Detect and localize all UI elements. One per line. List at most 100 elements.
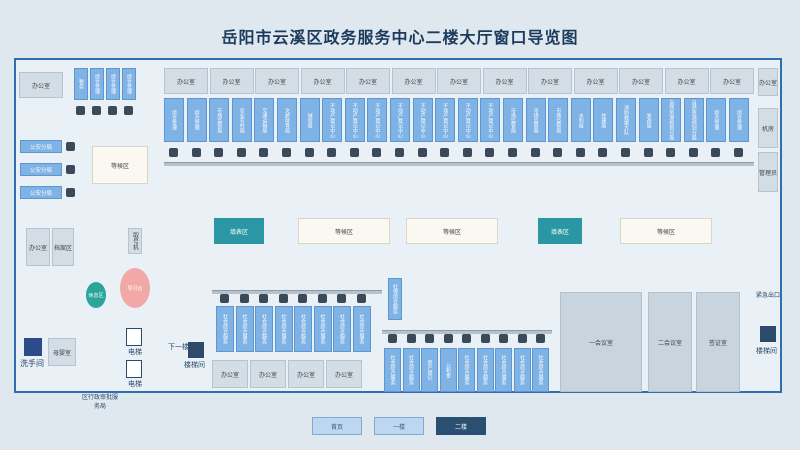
service-window[interactable]: 社会综合服务 xyxy=(513,348,531,392)
window-label: 社会综合服务 xyxy=(319,314,326,344)
service-window[interactable]: 社会综合服务 xyxy=(294,306,312,352)
office-label: 办公室 xyxy=(267,78,286,86)
public-security-window[interactable]: 公安分局 xyxy=(20,163,62,176)
service-window[interactable]: 社会综合服务 xyxy=(274,306,293,352)
service-window[interactable]: 综合受理 xyxy=(706,98,727,142)
window-label: 不动产登记中心 xyxy=(442,102,449,138)
service-window[interactable]: 市场监管局 xyxy=(548,98,569,142)
service-window[interactable]: 综合受理 xyxy=(164,98,184,142)
service-window[interactable]: 社会综合服务 xyxy=(333,306,351,352)
service-window[interactable]: 社会综合服务 xyxy=(402,348,420,392)
window-label: 市场监管局 xyxy=(216,107,223,133)
window-label: 税务 xyxy=(78,79,84,89)
window-label: 社会综合服务 xyxy=(339,314,345,344)
nav-floor1-button[interactable]: 一楼 xyxy=(374,417,424,435)
service-window[interactable]: 社会综合服务 xyxy=(255,306,273,352)
public-security-window[interactable]: 公安分局 xyxy=(20,186,62,199)
seat-icon xyxy=(598,148,608,157)
window-label: 综合受理 xyxy=(736,110,742,130)
nav-floor2-button[interactable]: 二楼 xyxy=(436,417,486,435)
service-window[interactable]: 社会综合服务 xyxy=(532,348,549,392)
service-window[interactable]: 不动产登记中心 xyxy=(390,98,410,142)
service-window[interactable]: 综合受理 xyxy=(729,98,749,142)
public-security-window[interactable]: 公安分局 xyxy=(20,140,62,153)
office-label: 办公室 xyxy=(404,78,423,86)
service-window[interactable]: 自然资源规划分局 xyxy=(661,98,682,142)
meeting-room: 一会议室 xyxy=(560,292,642,392)
window-label: 市场监管局 xyxy=(532,107,539,133)
service-window[interactable]: 税务 xyxy=(74,68,88,100)
waiting-label: 等候区 xyxy=(442,228,461,236)
seat-icon xyxy=(443,334,453,343)
seat-icon xyxy=(108,106,117,115)
office-room: 办公室 xyxy=(300,68,345,94)
service-window[interactable]: 综合受理 xyxy=(90,68,104,100)
service-window[interactable]: 城管局 xyxy=(299,98,320,142)
service-window[interactable]: 住建局 xyxy=(593,98,614,142)
service-window[interactable]: 不动产登记中心 xyxy=(344,98,365,142)
service-window[interactable]: 综合受理 xyxy=(106,68,120,100)
service-window[interactable]: 社会综合服务 xyxy=(216,306,234,352)
service-window[interactable]: 综合受理 xyxy=(122,68,136,100)
window-label: 社会综合服务 xyxy=(300,314,306,344)
service-window[interactable]: 社保综合服务 xyxy=(388,278,402,320)
seat-icon xyxy=(440,148,450,157)
service-window[interactable]: 社会综合服务 xyxy=(458,348,475,392)
service-window[interactable]: 农业农村局 xyxy=(231,98,252,142)
seat-icon xyxy=(66,165,75,174)
floor-plan: 办公室 税务 综合受理 综合受理 综合受理 公安分局 公安分局 公安分局 等候区… xyxy=(14,58,782,410)
service-window[interactable]: 市场监管局 xyxy=(525,98,546,142)
service-window[interactable]: 交通运输局 xyxy=(254,98,275,142)
service-window[interactable]: 社会综合服务 xyxy=(235,306,254,352)
service-window[interactable]: 发改局 xyxy=(638,98,659,142)
office-label: 办公室 xyxy=(334,371,353,379)
seat-icon xyxy=(575,148,585,157)
window-label: 自然资源规划分局 xyxy=(690,100,697,140)
waiting-area: 等候区 xyxy=(298,218,390,244)
service-window[interactable]: 综合受理 xyxy=(186,98,207,142)
service-window[interactable]: 市场监管局 xyxy=(503,98,523,142)
waiting-label: 等候区 xyxy=(656,228,675,236)
meeting-room: 二会议室 xyxy=(648,292,692,392)
service-window[interactable]: 社会综合服务 xyxy=(313,306,332,352)
seat-icon xyxy=(643,148,653,157)
service-window[interactable]: 社会综合服务 xyxy=(495,348,512,392)
service-window[interactable]: 文旅体育局 xyxy=(277,98,297,142)
service-window[interactable]: 不动产登记中心 xyxy=(367,98,388,142)
office-room: 办公室 xyxy=(758,68,778,96)
window-label: 综合受理 xyxy=(110,74,116,94)
service-window[interactable]: 不动产登记中心 xyxy=(457,98,478,142)
guide-desk: 导引台 xyxy=(120,268,150,308)
seat-icon xyxy=(406,334,416,343)
service-window[interactable]: 自然资源规划分局 xyxy=(683,98,704,142)
service-window[interactable]: 不动产登记中心 xyxy=(480,98,501,142)
window-label: 社会综合服务 xyxy=(280,314,287,344)
service-window[interactable]: 房产登记 xyxy=(421,348,438,392)
service-window[interactable]: 不动产登记中心 xyxy=(435,98,456,142)
service-window[interactable]: 不动产登记中心 xyxy=(412,98,433,142)
window-label: 综合受理 xyxy=(171,110,177,130)
seat-icon xyxy=(92,106,101,115)
waiting-label: 等候区 xyxy=(110,162,129,170)
seat-icon xyxy=(462,148,472,157)
service-window[interactable]: 社会综合服务 xyxy=(352,306,371,352)
window-label: 不动产登记中心 xyxy=(351,102,358,138)
service-window[interactable]: 社会综合服务 xyxy=(384,348,401,392)
service-window[interactable]: 不动产登记中心 xyxy=(322,98,343,142)
seat-icon xyxy=(372,148,382,157)
service-window[interactable]: 公积金 xyxy=(439,348,457,392)
service-window[interactable]: 消防救援大队 xyxy=(616,98,636,142)
seat-icon xyxy=(417,148,427,157)
nav-label: 二楼 xyxy=(454,423,467,431)
ticket-machine[interactable]: 取号机 xyxy=(128,228,142,254)
room-label: 机房 xyxy=(761,125,774,133)
seat-icon xyxy=(688,148,698,157)
service-window[interactable]: 水利局 xyxy=(570,98,591,142)
service-window[interactable]: 社会综合服务 xyxy=(476,348,494,392)
service-window[interactable]: 市场监管局 xyxy=(209,98,230,142)
waiting-area: 等候区 xyxy=(620,218,712,244)
room-label: 母婴室 xyxy=(52,349,71,357)
window-label: 市场监管局 xyxy=(510,107,516,133)
nav-home-button[interactable]: 首页 xyxy=(312,417,362,435)
stair-label: 楼梯间 xyxy=(756,347,777,355)
